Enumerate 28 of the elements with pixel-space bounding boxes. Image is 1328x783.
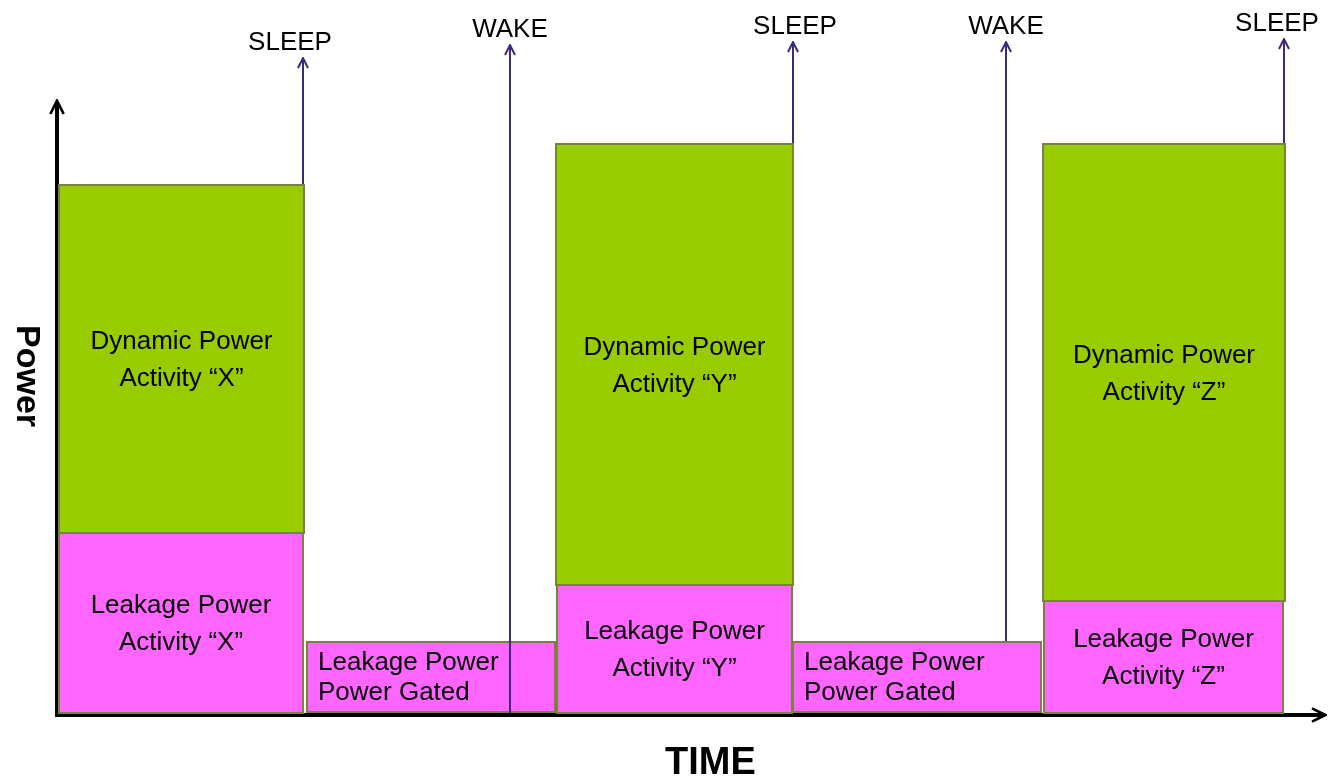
bar-label: Dynamic Power Activity “X” [89, 324, 274, 394]
power-bar [556, 584, 793, 714]
bar-label: Leakage Power Activity “Y” [583, 614, 766, 684]
power-bar [58, 184, 305, 534]
event-label: WAKE [968, 10, 1044, 40]
arrow [1000, 41, 1012, 642]
event-label: WAKE [472, 13, 548, 43]
axis-title: Power [9, 325, 48, 428]
bar-label: Leakage Power Power Gated [804, 646, 986, 706]
power-bar [555, 143, 794, 586]
bar-label: Dynamic Power Activity “Z” [1071, 337, 1257, 408]
bar-label: Leakage Power Activity “X” [89, 588, 273, 658]
power-bar [792, 641, 1042, 713]
event-label: SLEEP [1235, 7, 1319, 37]
arrow [1278, 38, 1290, 144]
bar-label: Dynamic Power Activity “Y” [582, 329, 767, 400]
arrow [787, 41, 799, 144]
power-bar [1042, 143, 1286, 602]
arrow [297, 57, 309, 185]
event-label: SLEEP [248, 26, 332, 56]
arrow [504, 44, 516, 714]
power-bar [1043, 600, 1284, 714]
bar-label: Leakage Power Activity “Z” [1072, 622, 1255, 692]
event-label: SLEEP [753, 10, 837, 40]
axis-title: TIME [665, 740, 756, 783]
power-bar [306, 641, 556, 713]
bar-label: Leakage Power Power Gated [318, 646, 500, 706]
power-bar [58, 532, 304, 714]
